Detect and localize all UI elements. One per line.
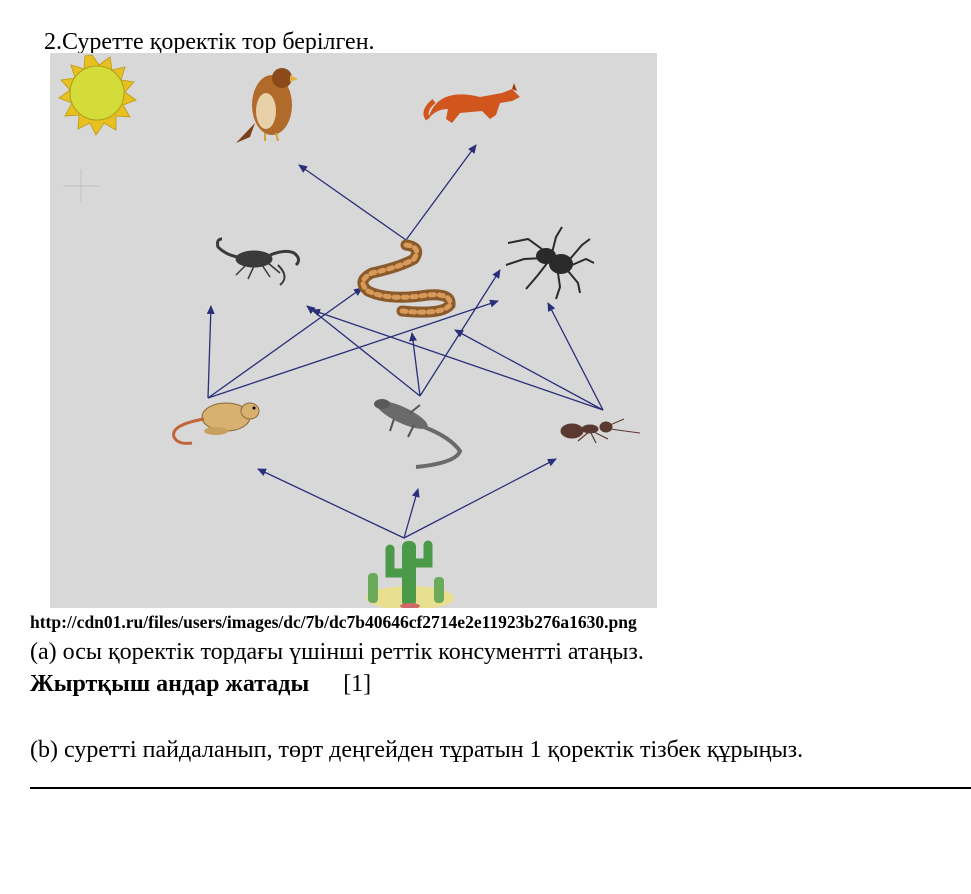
arrow-rat-to-snake <box>207 287 363 399</box>
answer-a-text: Жыртқыш андар жатады <box>30 671 310 697</box>
arrow-ant-to-snake <box>454 329 604 411</box>
arrow-rat-to-scorpion <box>206 305 215 399</box>
food-web-arrows <box>206 144 604 539</box>
lizard-icon <box>374 399 463 469</box>
sun-icon <box>58 54 137 136</box>
answer-line[interactable] <box>30 787 971 789</box>
question-title: 2.Суретте қоректік тор берілген. <box>44 29 375 55</box>
answer-a-mark: [1] <box>343 671 372 697</box>
spider-icon <box>505 226 595 300</box>
arrow-cactus-to-lizard <box>403 488 420 539</box>
hawk-icon <box>236 68 298 143</box>
ant-icon <box>560 418 641 444</box>
image-source-url[interactable]: http://cdn01.ru/files/users/images/dc/7b… <box>30 612 637 632</box>
answer-a-line: Жыртқыш андар жатады [1] <box>30 670 371 698</box>
arrow-ant-to-spider <box>547 302 604 411</box>
arrow-lizard-to-snake <box>409 332 421 397</box>
arrow-cactus-to-ant <box>403 458 557 539</box>
cactus-icon <box>366 540 454 608</box>
arrow-ant-to-scorpion <box>311 308 604 411</box>
arrow-rat-to-spider <box>207 299 499 399</box>
scorpion-icon <box>216 237 301 286</box>
arrow-lizard-to-scorpion <box>306 305 421 397</box>
question-part-a: (a) осы қоректік тордағы үшінші реттік к… <box>30 639 644 665</box>
food-web-figure <box>50 53 657 608</box>
question-part-b: (b) суретті пайдаланып, төрт деңгейден т… <box>30 737 804 763</box>
arrow-cactus-to-rat <box>257 468 405 539</box>
arrow-snake-to-fox <box>405 144 477 241</box>
fox-icon <box>423 83 520 123</box>
crosshair-mark <box>63 169 100 203</box>
arrow-snake-to-hawk <box>298 164 407 241</box>
kangaroo-rat-icon <box>172 402 260 445</box>
snake-icon <box>357 239 456 318</box>
